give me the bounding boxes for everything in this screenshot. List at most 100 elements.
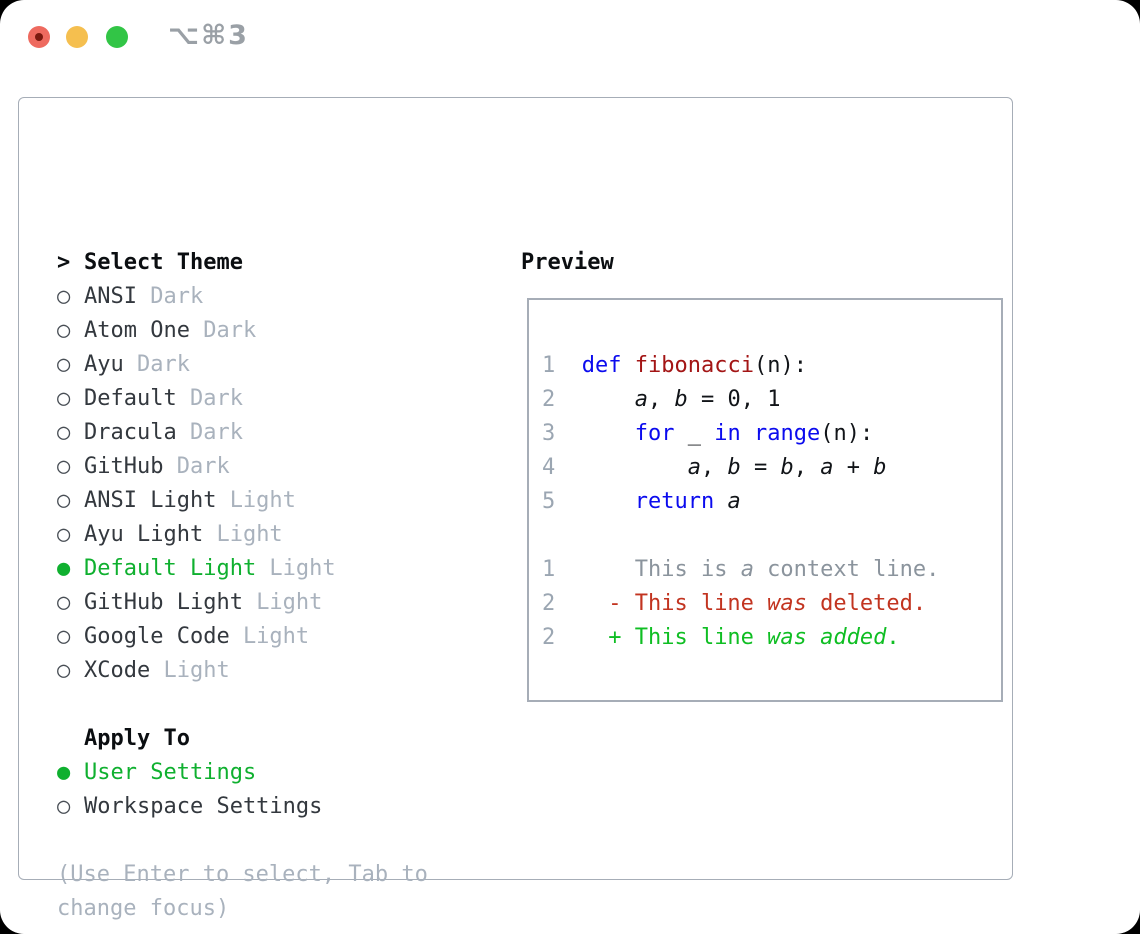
code-line: 4 a, b = b, a + b <box>542 451 1001 485</box>
code-token: , <box>793 455 821 480</box>
diff-block: 1 This is a context line.2 - This line w… <box>542 553 1001 655</box>
code-token: a <box>634 387 648 412</box>
code-token: def <box>581 353 622 378</box>
code-line: 3 for _ in range(n): <box>542 417 1001 451</box>
hint-text: (Use Enter to select, Tab to change focu… <box>57 862 428 921</box>
theme-option-ansi[interactable]: ○ ANSI Dark <box>57 280 499 314</box>
window-title: ⌥⌘3 <box>168 20 249 51</box>
line-content: for _ in range(n): <box>555 417 873 451</box>
minimize-button[interactable] <box>66 26 88 48</box>
code-line: 1 def fibonacci(n): <box>542 349 1001 383</box>
code-token: return <box>634 489 715 514</box>
code-token: , <box>647 387 675 412</box>
theme-variant-tag: Light <box>256 590 323 615</box>
radio-icon: ○ <box>57 794 71 819</box>
theme-variant-tag: Dark <box>150 284 204 309</box>
radio-icon: ○ <box>57 386 71 411</box>
code-token: added <box>820 625 887 650</box>
code-token: context line. <box>753 557 940 582</box>
radio-icon: ○ <box>57 624 71 649</box>
apply-to-list: ● User Settings ○ Workspace Settings <box>57 756 499 824</box>
theme-option-atom-one[interactable]: ○ Atom One Dark <box>57 314 499 348</box>
theme-variant-tag: Dark <box>189 386 243 411</box>
line-number: 1 <box>542 557 556 582</box>
code-token <box>555 353 582 378</box>
option-label: User Settings <box>84 760 257 785</box>
select-theme-title: Select Theme <box>84 250 243 275</box>
code-token <box>807 625 820 650</box>
option-label: XCode <box>84 658 151 683</box>
option-label: GitHub <box>84 454 164 479</box>
code-token <box>555 455 687 480</box>
code-token: a <box>687 455 701 480</box>
maximize-button[interactable] <box>106 26 128 48</box>
code-token: - This line <box>555 591 768 616</box>
code-token: a <box>820 455 834 480</box>
option-label: Default <box>84 386 177 411</box>
line-number: 2 <box>542 591 556 616</box>
line-number: 2 <box>542 387 556 412</box>
code-token: in <box>714 421 741 446</box>
theme-option-default[interactable]: ○ Default Dark <box>57 382 499 416</box>
record-dot-icon <box>35 33 43 41</box>
option-label: Workspace Settings <box>84 794 323 819</box>
theme-variant-tag: Light <box>269 556 336 581</box>
option-label: Atom One <box>84 318 190 343</box>
spacer <box>57 824 499 858</box>
code-token: fibonacci <box>634 353 754 378</box>
radio-icon: ○ <box>57 318 71 343</box>
code-token <box>555 489 634 514</box>
code-line: 5 return a <box>542 485 1001 519</box>
option-label: ANSI Light <box>84 488 217 513</box>
diff-line: 2 - This line was deleted. <box>542 587 1001 621</box>
theme-variant-tag: Light <box>216 522 283 547</box>
theme-variant-tag: Light <box>242 624 310 649</box>
option-label: Dracula <box>84 420 177 445</box>
code-token: was <box>767 625 807 650</box>
diff-line: 1 This is a context line. <box>542 553 1001 587</box>
code-token <box>741 421 754 446</box>
radio-icon: ○ <box>57 488 71 513</box>
code-token: (n): <box>820 421 874 446</box>
close-button[interactable] <box>28 26 50 48</box>
theme-option-github[interactable]: ○ GitHub Dark <box>57 450 499 484</box>
apply-option-workspace-settings[interactable]: ○ Workspace Settings <box>57 790 499 824</box>
theme-variant-tag: Dark <box>203 318 257 343</box>
line-content: a, b = b, a + b <box>555 451 887 485</box>
code-token: b <box>873 455 887 480</box>
code-token <box>555 421 634 446</box>
preview-title: Preview <box>521 250 614 275</box>
option-label: Ayu <box>84 352 124 377</box>
code-token: a <box>740 557 754 582</box>
apply-option-user-settings[interactable]: ● User Settings <box>57 756 499 790</box>
code-token: range <box>753 421 821 446</box>
theme-variant-tag: Light <box>163 658 230 683</box>
theme-variant-tag: Dark <box>176 454 230 479</box>
code-token: for <box>634 421 675 446</box>
radio-icon: ○ <box>57 420 71 445</box>
option-label: GitHub Light <box>84 590 243 615</box>
line-number: 1 <box>542 353 556 378</box>
option-label: ANSI <box>84 284 137 309</box>
line-content: + This line was added. <box>555 621 899 655</box>
radio-icon: ○ <box>57 454 71 479</box>
line-content: return a <box>555 485 741 519</box>
apply-to-title: Apply To <box>84 726 190 751</box>
line-number: 3 <box>542 421 556 446</box>
radio-selected-icon: ● <box>57 760 71 785</box>
radio-selected-icon: ● <box>57 556 71 581</box>
line-number: 5 <box>542 489 556 514</box>
radio-icon: ○ <box>57 284 71 309</box>
line-content: - This line was deleted. <box>555 587 926 621</box>
